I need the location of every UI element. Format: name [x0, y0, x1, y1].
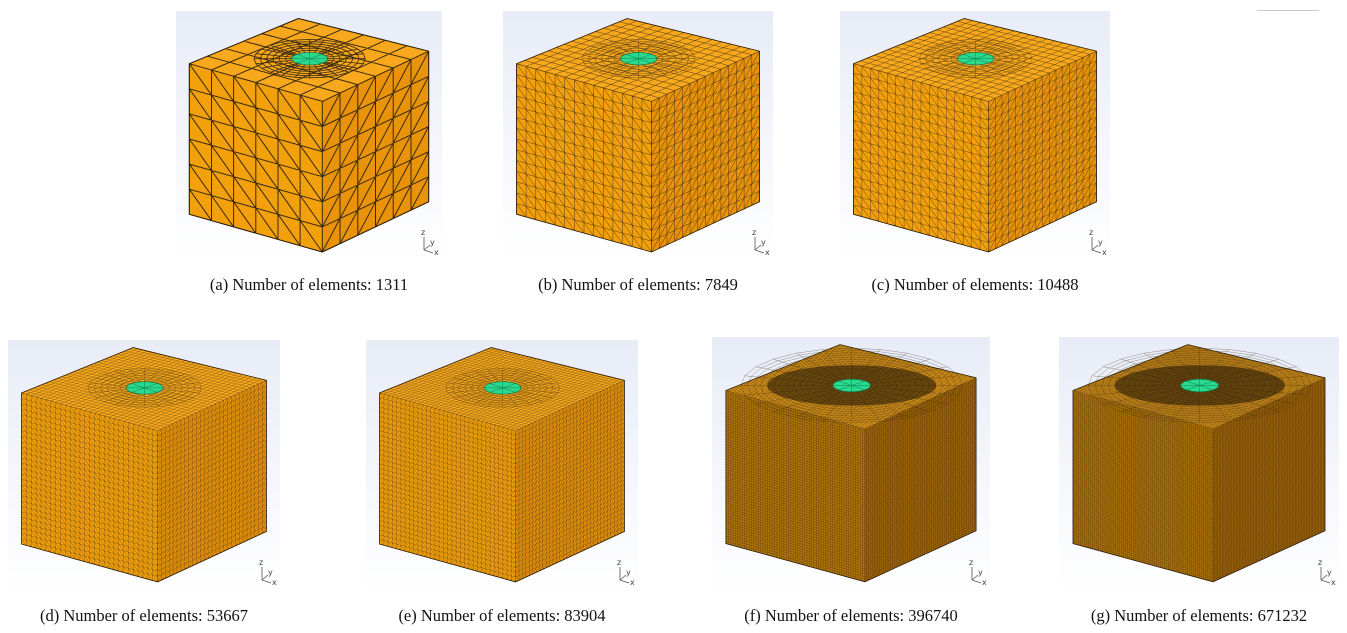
- mesh-cube: zyx: [1072, 344, 1336, 587]
- cube-outline: [188, 18, 430, 253]
- panel-caption: (c) Number of elements: 10488: [871, 275, 1079, 294]
- axis-y-label: y: [430, 238, 435, 247]
- refinement-zone: [919, 39, 1033, 79]
- refinement-zone: [582, 39, 696, 79]
- axis-triad-icon: [1091, 237, 1102, 254]
- axis-x-label: x: [630, 578, 635, 587]
- mesh-cube: zyx: [853, 18, 1107, 257]
- mesh-cube: zyx: [21, 347, 277, 587]
- cube-outline: [379, 347, 625, 583]
- inclusion-mesh: [832, 379, 871, 392]
- refinement-zone: [253, 39, 366, 79]
- inclusion-mesh: [620, 52, 657, 65]
- mesh-cube: zyx: [188, 18, 439, 257]
- dense-shade-left: [1073, 390, 1213, 582]
- axis-x-label: x: [765, 248, 770, 257]
- panel-caption: (b) Number of elements: 7849: [538, 275, 738, 294]
- cube-outline: [725, 344, 977, 583]
- inclusion-mesh: [957, 52, 994, 65]
- inclusion-mesh: [126, 381, 164, 395]
- axis-z-label: z: [752, 228, 756, 237]
- axis-x-label: x: [434, 248, 439, 257]
- axis-triad-icon: [423, 237, 434, 254]
- mesh-cube: zyx: [725, 344, 987, 587]
- cube-outline: [1072, 344, 1326, 583]
- axis-z-label: z: [259, 558, 263, 567]
- corner-rule: [1257, 10, 1319, 11]
- axis-z-label: z: [421, 228, 425, 237]
- axis-y-label: y: [1327, 568, 1332, 577]
- axis-x-label: x: [982, 578, 987, 587]
- axis-y-label: y: [978, 568, 983, 577]
- inclusion-mesh: [484, 381, 522, 395]
- axis-y-label: y: [1098, 238, 1103, 247]
- refinement-zone: [445, 368, 560, 408]
- axis-z-label: z: [969, 558, 973, 567]
- axis-y-label: y: [626, 568, 631, 577]
- axis-triad-icon: [261, 567, 272, 584]
- panel-caption: (a) Number of elements: 1311: [209, 275, 409, 294]
- panel-caption: (g) Number of elements: 671232: [1090, 606, 1308, 625]
- axis-triad-icon: [619, 567, 630, 584]
- cube-outline: [516, 18, 760, 253]
- axis-triad-icon: [754, 237, 765, 254]
- axis-y-label: y: [268, 568, 273, 577]
- axis-y-label: y: [761, 238, 766, 247]
- axis-triad-icon: [971, 567, 982, 584]
- axis-x-label: x: [272, 578, 277, 587]
- inclusion-mesh: [1180, 379, 1219, 392]
- axis-z-label: z: [1089, 228, 1093, 237]
- axis-z-label: z: [1318, 558, 1322, 567]
- axis-triad-icon: [1320, 567, 1331, 584]
- mesh-cube: zyx: [379, 347, 635, 587]
- dense-shade-left: [725, 390, 865, 582]
- axis-z-label: z: [617, 558, 621, 567]
- axis-x-label: x: [1331, 578, 1336, 587]
- inclusion-mesh: [291, 52, 328, 65]
- panel-caption: (f) Number of elements: 396740: [744, 606, 958, 625]
- cube-outline: [21, 347, 267, 583]
- refinement-zone: [87, 368, 202, 408]
- cube-outline: [853, 18, 1097, 253]
- mesh-cube: zyx: [516, 18, 770, 257]
- panel-caption: (e) Number of elements: 83904: [398, 606, 606, 625]
- dense-shade-right: [864, 377, 977, 582]
- dense-shade-right: [1213, 377, 1325, 582]
- axis-x-label: x: [1102, 248, 1107, 257]
- panel-caption: (d) Number of elements: 53667: [39, 606, 249, 625]
